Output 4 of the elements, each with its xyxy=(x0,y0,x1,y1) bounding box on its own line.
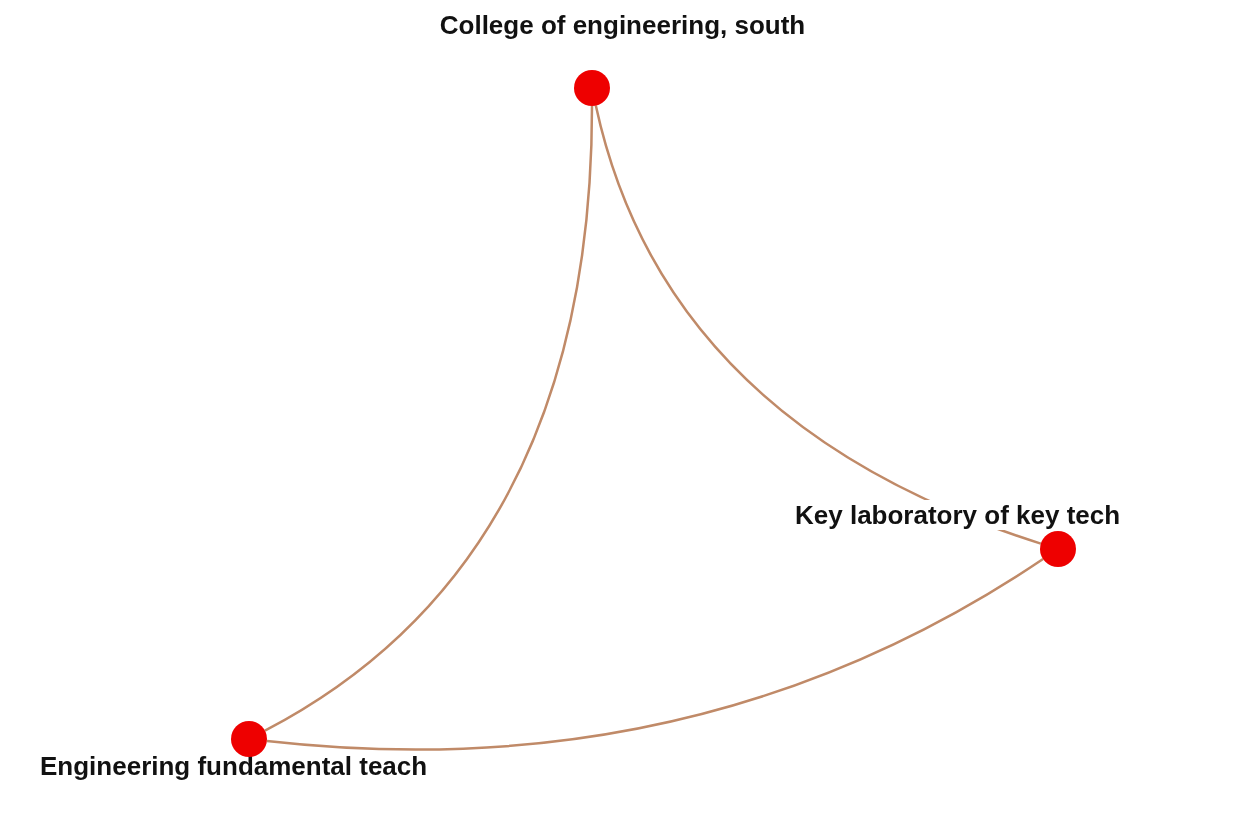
connector-curve xyxy=(266,558,1044,751)
connector-curve xyxy=(594,105,1042,545)
connector-curve xyxy=(264,105,594,732)
node-label: Key laboratory of key tech xyxy=(795,500,1121,530)
